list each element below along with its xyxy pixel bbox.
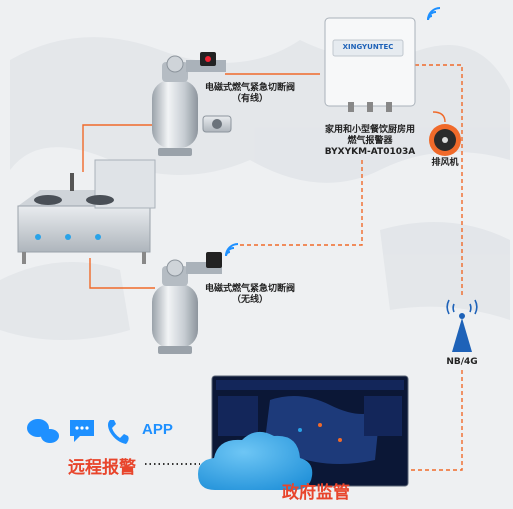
network-label: NB/4G: [446, 357, 478, 367]
alarm-screen-text: XINGYUNTEC: [342, 43, 394, 51]
valve-wireless-label-line1: 电磁式燃气紧急切断阀: [204, 284, 295, 294]
exhaust-fan-icon: [429, 124, 461, 156]
alarm-model: BYXYKM-AT0103A: [324, 147, 416, 157]
valve-wired-label-line2: （有线）: [231, 94, 268, 104]
line-wireless-to-alarm: [240, 160, 363, 246]
commercial-stove-icon: [17, 159, 156, 264]
valve-fitting-icon: [202, 115, 232, 133]
exhaust-fan-label: 排风机: [431, 158, 459, 168]
wechat-icon: [27, 419, 59, 443]
valve-wireless-label-line2: （无线）: [231, 295, 268, 305]
line-alarm-to-network: [415, 64, 463, 298]
line-alarm-to-fan: [432, 111, 446, 123]
line-network-to-dashboard: [405, 370, 463, 471]
cloud-icon: [198, 431, 313, 490]
gas-alarm-device-icon: [324, 17, 416, 112]
gas-tank-wireless: [152, 259, 198, 354]
app-label: APP: [142, 421, 173, 438]
gov-monitor-label: 政府监管: [282, 483, 350, 503]
connection-lines: [82, 64, 463, 471]
message-icon: [70, 420, 94, 442]
wifi-icon-alarm: [427, 7, 441, 21]
solenoid-valve-wired-icon: [186, 52, 226, 72]
remote-alarm-label: 远程报警: [68, 458, 136, 478]
gas-tank-wired: [152, 55, 198, 156]
alarm-device-label: 家用和小型餐饮厨房用 燃气报警器 BYXYKM-AT0103A: [300, 125, 440, 158]
network-tower-icon: [446, 299, 478, 352]
line-tank-to-stove: [82, 124, 155, 172]
alarm-label-line1: 家用和小型餐饮厨房用: [324, 125, 415, 135]
wifi-icon-wireless-valve: [225, 243, 239, 257]
alarm-label-line2: 燃气报警器: [347, 136, 393, 146]
valve-wired-label: 电磁式燃气紧急切断阀 （有线）: [196, 83, 304, 105]
phone-icon: [108, 420, 129, 444]
solenoid-valve-wireless-icon: [186, 252, 222, 274]
valve-wireless-label: 电磁式燃气紧急切断阀 （无线）: [196, 284, 304, 306]
line-tank2-to-stove: [89, 258, 155, 289]
valve-wired-label-line1: 电磁式燃气紧急切断阀: [204, 83, 295, 93]
